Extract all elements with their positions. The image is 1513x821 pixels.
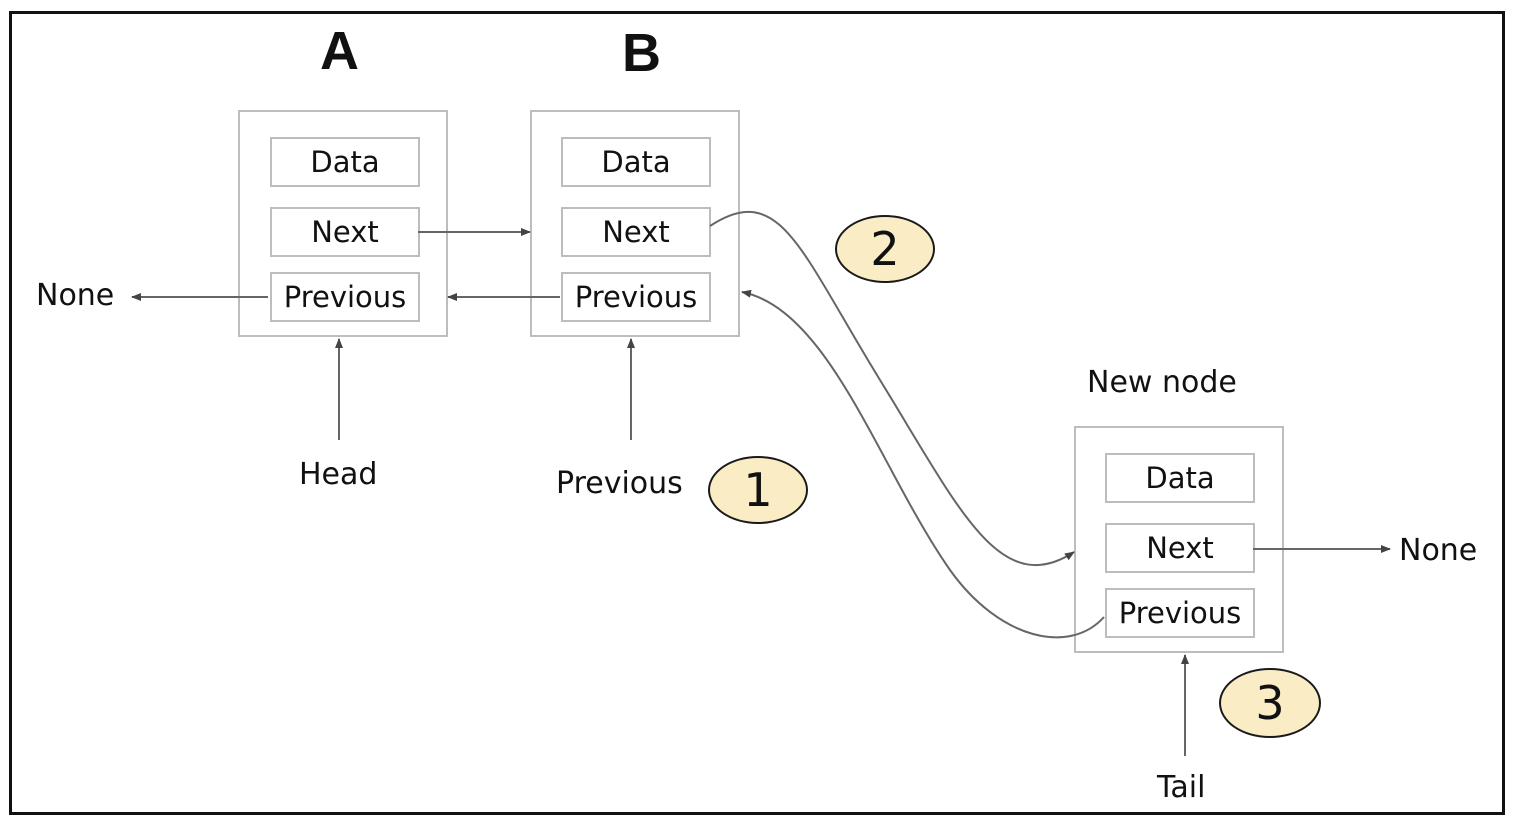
node-a-title: A bbox=[320, 21, 359, 81]
new-node-next-field: Next bbox=[1105, 523, 1255, 573]
new-node-data-field: Data bbox=[1105, 453, 1255, 503]
arrow-new-previous-to-b bbox=[741, 289, 1105, 639]
node-a-next-field: Next bbox=[270, 207, 420, 257]
node-b-title: B bbox=[622, 23, 661, 83]
head-label: Head bbox=[299, 457, 378, 492]
node-b: Data Next Previous bbox=[530, 110, 740, 337]
none-left-label: None bbox=[36, 278, 115, 313]
tail-label: Tail bbox=[1157, 770, 1206, 805]
arrow-b-next-to-new-node bbox=[709, 210, 1075, 566]
node-b-next-field: Next bbox=[561, 207, 711, 257]
new-node: Data Next Previous bbox=[1074, 426, 1284, 653]
new-node-previous-field: Previous bbox=[1105, 588, 1255, 638]
new-node-title: New node bbox=[1087, 365, 1237, 400]
node-b-data-field: Data bbox=[561, 137, 711, 187]
diagram-frame bbox=[9, 11, 1505, 815]
step-3-badge: 3 bbox=[1219, 668, 1321, 738]
none-right-label: None bbox=[1399, 533, 1478, 568]
step-2-badge: 2 bbox=[835, 215, 935, 283]
node-a-data-field: Data bbox=[270, 137, 420, 187]
previous-pointer-label: Previous bbox=[556, 466, 683, 501]
node-a: Data Next Previous bbox=[238, 110, 448, 337]
step-1-badge: 1 bbox=[708, 456, 808, 524]
node-b-previous-field: Previous bbox=[561, 272, 711, 322]
node-a-previous-field: Previous bbox=[270, 272, 420, 322]
